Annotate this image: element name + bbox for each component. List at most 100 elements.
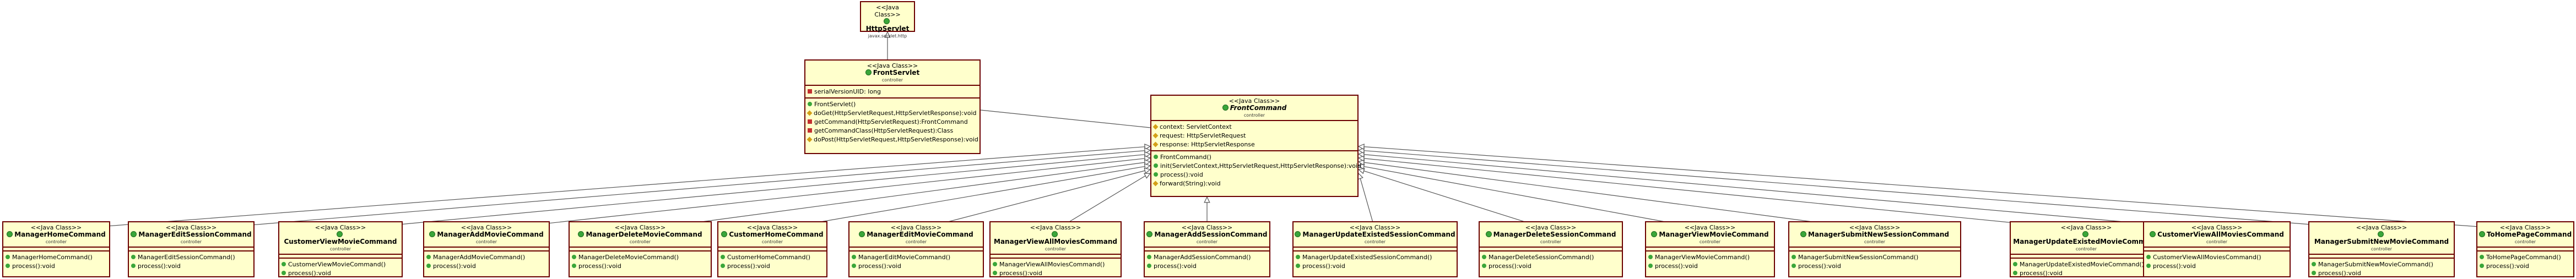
public-method-icon	[852, 255, 856, 259]
method-row: ManagerViewMovieCommand()	[1648, 253, 1772, 261]
generalization-arrowhead	[1357, 143, 1365, 150]
methods-section: ManagerEditSessionCommand() process():vo…	[129, 250, 253, 272]
package-label: controller	[329, 247, 351, 251]
class-command[interactable]: <<Java Class>>ManagerUpdateExistedMovieC…	[2010, 221, 2163, 277]
public-method-icon	[572, 255, 576, 259]
methods-section: ManagerUpdateExistedMovieCommand() proce…	[2011, 258, 2162, 279]
class-name: ManagerUpdateExistedMovieCommand	[2013, 238, 2160, 245]
class-name: ManagerViewAllMoviesCommand	[994, 238, 1117, 245]
method-row: getCommandClass(HttpServletRequest):Clas…	[808, 126, 977, 135]
class-icon	[859, 231, 865, 237]
public-method-icon	[282, 271, 286, 275]
method-text: process():void	[1160, 171, 1203, 178]
class-command[interactable]: <<Java Class>>ManagerViewAllMoviesComman…	[989, 221, 1122, 277]
fields-section	[279, 254, 402, 258]
public-method-icon	[426, 264, 431, 268]
protected-field-icon	[1152, 141, 1159, 147]
method-text: process():void	[1798, 262, 1841, 270]
methods-section: CustomerHomeCommand() process():void	[718, 250, 826, 272]
public-method-icon	[2013, 262, 2017, 266]
method-row: process():void	[426, 261, 546, 270]
package-label: controller	[475, 239, 497, 244]
method-text: ManagerDeleteMovieCommand()	[578, 253, 679, 261]
class-command[interactable]: <<Java Class>> ManagerSubmitNewMovieComma…	[2308, 221, 2455, 277]
methods-section: CustomerViewAllMoviesCommand() process()…	[2144, 250, 2290, 272]
method-row: process():void	[2312, 269, 2451, 277]
class-icon	[429, 231, 436, 237]
field-row: serialVersionUID: long	[808, 87, 977, 96]
class-icon	[865, 69, 872, 75]
class-command[interactable]: <<Java Class>>CustomerViewAllMoviesComma…	[2143, 221, 2291, 277]
method-row: process():void	[1792, 261, 1958, 270]
method-row: process():void	[1648, 261, 1772, 270]
class-command[interactable]: <<Java Class>>ManagerDeleteSessionComman…	[1479, 221, 1623, 277]
method-text: init(ServletContext,HttpServletRequest,H…	[1160, 162, 1362, 169]
method-row: process():void	[1147, 261, 1267, 270]
methods-section: ManagerViewMovieCommand() process():void	[1646, 250, 1774, 272]
method-row: ManagerViewAllMoviesCommand()	[993, 260, 1118, 269]
class-icon	[1295, 231, 1301, 237]
method-row: ManagerUpdateExistedSessionCommand()	[1296, 253, 1454, 261]
method-text: ManagerAddSessionCommand()	[1154, 253, 1251, 261]
method-row: process():void	[1296, 261, 1454, 270]
method-text: FrontServlet()	[814, 100, 856, 108]
class-name: ManagerDeleteMovieCommand	[586, 231, 702, 238]
methods-section: FrontServlet() doGet(HttpServletRequest,…	[805, 97, 979, 145]
class-name: ManagerEditMovieCommand	[867, 231, 973, 238]
method-text: ManagerEditMovieCommand()	[858, 253, 951, 261]
class-icon	[1800, 231, 1806, 237]
stereotype-label: <<Java Class>>	[890, 224, 942, 231]
stereotype-label: <<Java Class>>	[746, 224, 798, 231]
class-name: FrontServlet	[873, 69, 920, 76]
package-label: controller	[629, 239, 651, 244]
method-text: ManagerSubmitNewSessionCommand()	[1798, 253, 1919, 261]
method-text: ManagerEditSessionCommand()	[138, 253, 235, 261]
public-method-icon	[852, 264, 856, 268]
public-method-icon	[2312, 262, 2316, 266]
class-command[interactable]: <<Java Class>>ManagerSubmitNewSessionCom…	[1788, 221, 1961, 277]
package-label: controller	[1364, 239, 1386, 244]
package-label: controller	[2514, 239, 2536, 244]
fields-section	[570, 247, 711, 250]
protected-method-icon	[1152, 180, 1159, 186]
stereotype-label: <<Java Class>>	[461, 224, 512, 231]
fields-section: serialVersionUID: long	[805, 85, 979, 97]
inheritance-line	[1363, 166, 1711, 231]
public-method-icon	[2146, 255, 2151, 259]
stereotype-label: <<Java Class>>	[165, 224, 217, 231]
stereotype-label: <<Java Class>>	[2356, 224, 2407, 231]
class-httpservlet[interactable]: <<Java Class>> HttpServlet javax.servlet…	[860, 1, 915, 39]
method-text: CustomerHomeCommand()	[727, 253, 811, 261]
class-frontservlet[interactable]: <<Java Class>> FrontServlet controller s…	[804, 59, 981, 154]
public-method-icon	[1792, 264, 1796, 268]
package-label: controller	[180, 239, 202, 244]
class-icon	[7, 231, 13, 237]
method-text: process():void	[999, 269, 1042, 277]
public-method-icon	[1482, 264, 1486, 268]
field-text: request: HttpServletRequest	[1160, 132, 1246, 139]
inheritance-line	[1363, 171, 1551, 231]
method-row: ManagerEditMovieCommand()	[852, 253, 981, 261]
method-row: process():void	[572, 261, 708, 270]
method-row: ManagerSubmitNewMovieCommand()	[2312, 260, 2451, 269]
method-row: doPost(HttpServletRequest,HttpServletRes…	[807, 135, 978, 144]
stereotype-label: <<Java Class>>	[614, 224, 666, 231]
class-frontcommand[interactable]: <<Java Class>> FrontCommand controller c…	[1150, 95, 1362, 197]
public-method-icon	[1154, 163, 1158, 168]
class-command[interactable]: <<Java Class>>ManagerUpdateExistedSessio…	[1292, 221, 1458, 277]
package-label: controller	[2371, 247, 2393, 251]
method-text: forward(String):void	[1160, 179, 1221, 187]
fields-section	[1646, 247, 1774, 250]
method-text: getCommandClass(HttpServletRequest):Clas…	[814, 127, 954, 134]
